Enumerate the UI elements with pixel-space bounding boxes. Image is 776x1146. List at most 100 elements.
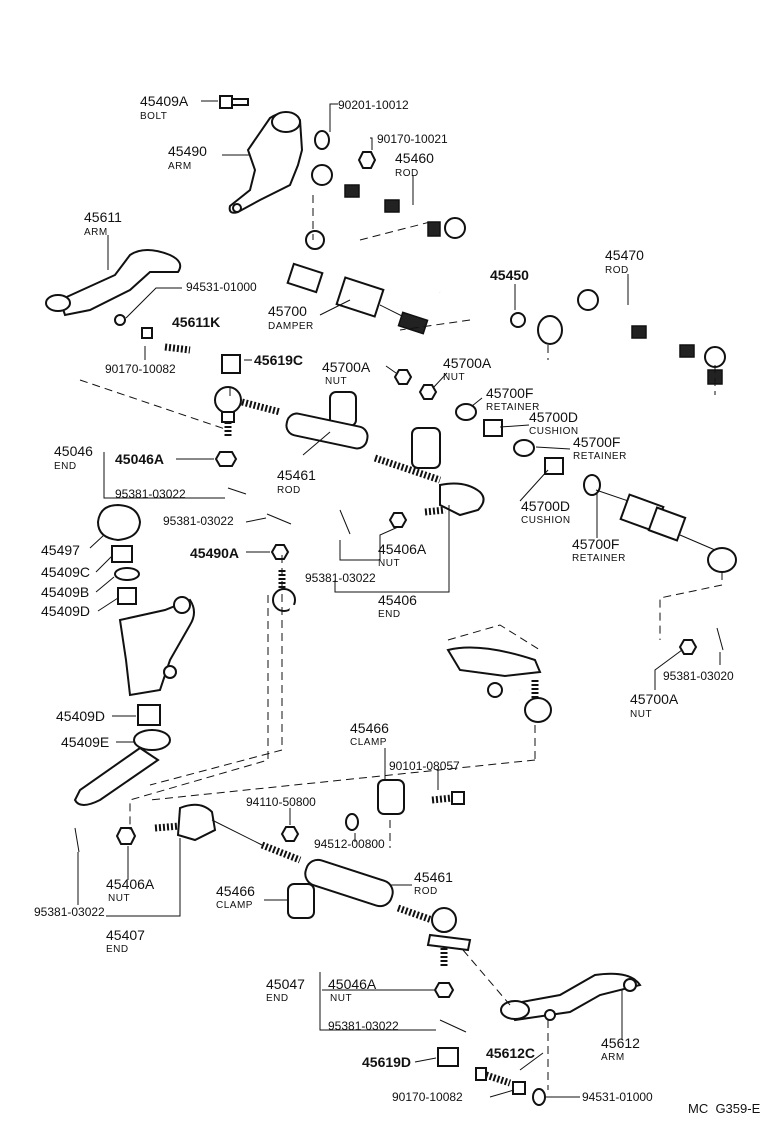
label-45409a: 45409A <box>140 93 189 109</box>
nut-45046a-1-part <box>214 451 238 467</box>
nut-90170-10082b-part <box>512 1081 526 1095</box>
label-94512-00800: 94512-00800 <box>314 837 385 851</box>
label-95381-03022-b: 95381-03022 <box>163 514 234 528</box>
label-45409c: 45409C <box>41 564 90 580</box>
washer-94512-part <box>345 813 359 831</box>
arm-45612-part <box>500 972 642 1022</box>
washer-45409b-part <box>114 567 140 581</box>
label-45407: 45407 <box>106 927 145 943</box>
label-45406a-1-name: NUT <box>378 558 400 569</box>
label-45407-name: END <box>106 944 129 955</box>
label-45700a-2: 45700A <box>443 355 492 371</box>
label-90170-10021: 90170-10021 <box>377 132 448 146</box>
retainer-45700f-2-part <box>513 439 535 457</box>
bushing-45409d-part <box>117 587 137 605</box>
nut-45409c-part <box>111 545 133 563</box>
label-45047: 45047 <box>266 976 305 992</box>
end-45407-part <box>154 803 302 864</box>
nut-45700a-3-part <box>678 639 698 655</box>
end-45047-part <box>426 907 472 966</box>
label-45409a-name: BOLT <box>140 111 167 122</box>
label-45700a-3-name: NUT <box>630 709 652 720</box>
label-45612c: 45612C <box>486 1045 535 1061</box>
label-45700a-1-name: NUT <box>325 376 347 387</box>
nut-45406a-1-part <box>388 512 408 528</box>
label-95381-03022-a: 95381-03022 <box>115 487 186 501</box>
arm-45490-part <box>228 111 304 214</box>
nut-45700a-1-part <box>393 369 413 385</box>
label-94531-01000-a: 94531-01000 <box>186 280 257 294</box>
label-45466-a: 45466 <box>350 720 389 736</box>
center-link-part <box>272 570 552 723</box>
cushion-45700d-2-part <box>544 457 564 475</box>
nut-45700a-2-part <box>418 384 438 400</box>
label-90101-08057: 90101-08057 <box>389 759 460 773</box>
label-45406: 45406 <box>378 592 417 608</box>
label-45046a-2: 45046A <box>328 976 377 992</box>
label-90201-10012: 90201-10012 <box>338 98 409 112</box>
clamp-45466-lower-part <box>287 883 315 919</box>
bushing-45619d-part <box>437 1047 459 1067</box>
label-95381-03020: 95381-03020 <box>663 669 734 683</box>
cushion-45700d-1-part <box>483 419 503 437</box>
label-45046-name: END <box>54 461 77 472</box>
label-45466-b-name: CLAMP <box>216 900 253 911</box>
rod-45461-lower-part <box>304 858 434 924</box>
cotter-pin-3-part <box>339 509 351 535</box>
nut-45490a-part <box>270 544 290 560</box>
label-45700a-3: 45700A <box>630 691 679 707</box>
label-45700d-2-name: CUSHION <box>521 515 571 526</box>
label-45490-name: ARM <box>168 161 192 172</box>
label-45409b: 45409B <box>41 584 89 600</box>
label-90170-10082-b: 90170-10082 <box>392 1090 463 1104</box>
label-45700a-2-name: NUT <box>443 372 465 383</box>
label-94531-01000-b: 94531-01000 <box>582 1090 653 1104</box>
label-45461-a: 45461 <box>277 467 316 483</box>
label-45497: 45497 <box>41 542 80 558</box>
footer-code: MC G359-E <box>688 1101 761 1116</box>
label-45406a-2-name: NUT <box>108 893 130 904</box>
label-45406-name: END <box>378 609 401 620</box>
label-45406a-2: 45406A <box>106 876 155 892</box>
label-94110-50800: 94110-50800 <box>246 795 316 809</box>
nut-45046a-2-part <box>433 982 455 998</box>
washer-94531b-part <box>532 1088 546 1106</box>
label-45461-b: 45461 <box>414 869 453 885</box>
relay-rod-45450-part <box>305 230 563 345</box>
label-45700f-2-name: RETAINER <box>573 451 627 462</box>
clamp-bracket-upper-part <box>329 391 441 469</box>
clamp-45466-upper-part <box>377 779 405 815</box>
damper-45700-part <box>286 262 429 335</box>
retainer-45700f-3-part <box>583 474 601 496</box>
label-95381-03022-c: 95381-03022 <box>305 571 376 585</box>
bushing-45619c-part <box>221 354 241 374</box>
retainer-45700f-1-part <box>455 403 477 421</box>
label-45700d-2: 45700D <box>521 498 570 514</box>
label-45466-a-name: CLAMP <box>350 737 387 748</box>
label-45619d: 45619D <box>362 1054 411 1070</box>
label-45046a-1: 45046A <box>115 451 164 467</box>
label-45612-name: ARM <box>601 1052 625 1063</box>
label-45700f-3: 45700F <box>572 536 619 552</box>
rod-45470-part <box>577 289 726 385</box>
dashed-assembly-lines <box>79 195 723 1090</box>
cotter-pin-5-part <box>74 827 80 853</box>
label-45046: 45046 <box>54 443 93 459</box>
label-45461-b-name: ROD <box>414 886 438 897</box>
label-45490: 45490 <box>168 143 207 159</box>
label-45700f-1-name: RETAINER <box>486 402 540 413</box>
label-90170-10082-a: 90170-10082 <box>105 362 176 376</box>
cotter-pin-4-part <box>716 627 724 651</box>
label-45611-name: ARM <box>84 227 108 238</box>
idler-arm-45409e-part <box>73 729 171 806</box>
bushing-45409d-2-part <box>137 704 161 726</box>
bolt-45612c-part <box>475 1067 512 1087</box>
idler-bracket-part <box>118 596 195 697</box>
nut-90170-10021-part <box>357 151 377 169</box>
label-45470-name: ROD <box>605 265 629 276</box>
rod-45460-part <box>311 164 466 239</box>
label-45046a-2-name: NUT <box>330 993 352 1004</box>
label-45611k: 45611K <box>172 314 220 330</box>
nut-45406a-2-part <box>115 827 137 845</box>
